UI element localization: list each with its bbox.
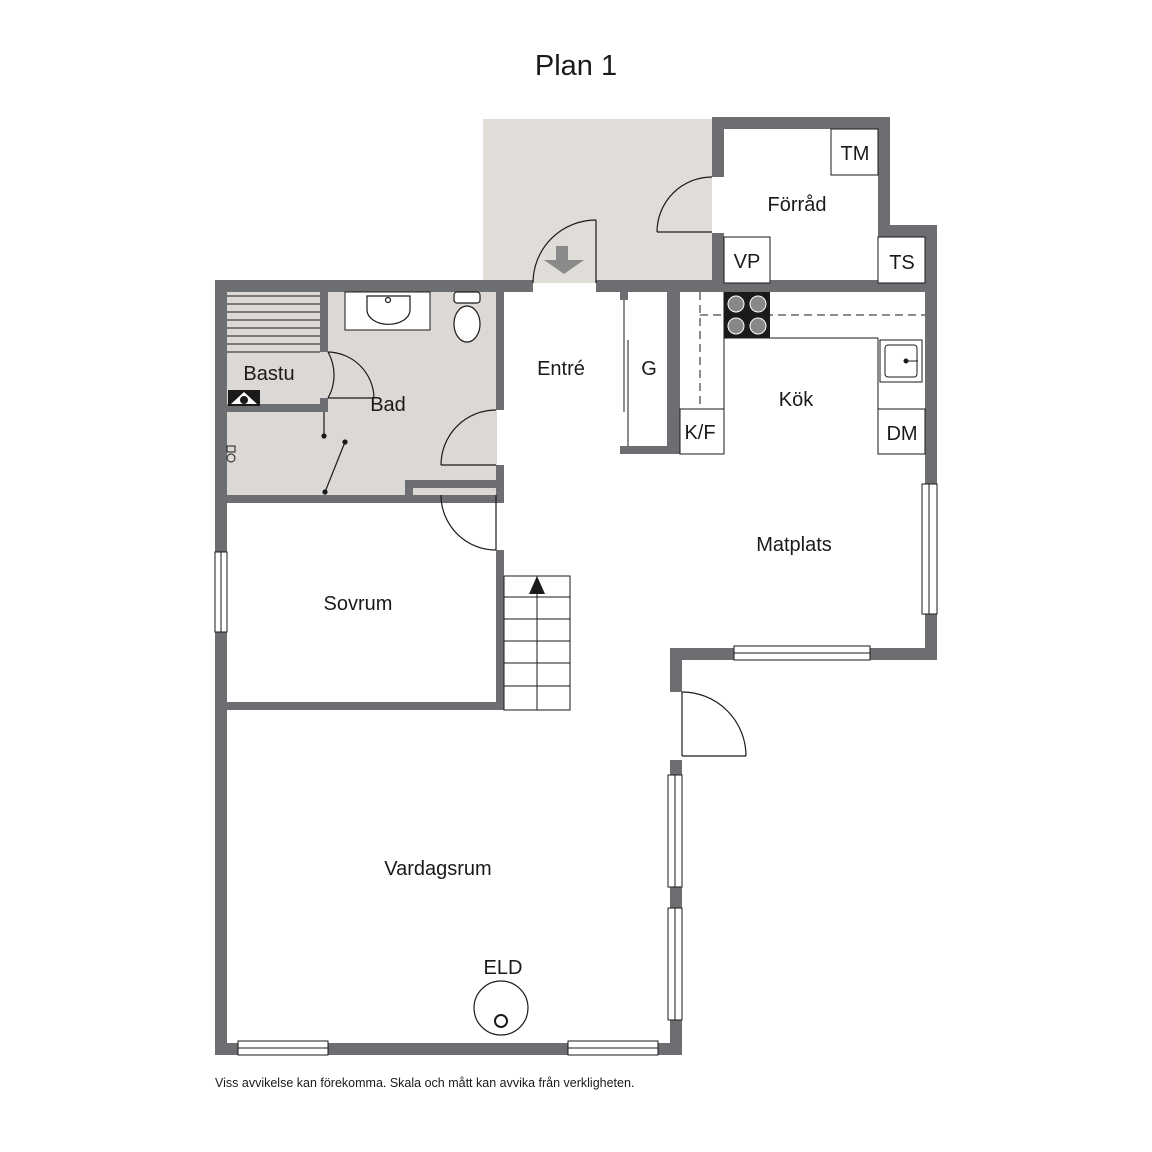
shower-head-icon [226,445,236,463]
label-forrad: Förråd [768,194,827,216]
staircase [503,575,571,711]
sauna-bench [227,295,320,353]
label-tm: TM [841,143,870,165]
label-eld: ELD [484,957,523,979]
plan-title: Plan 1 [534,50,618,82]
bedroom-door [440,494,497,551]
label-sovrum: Sovrum [324,593,393,615]
sink-icon [366,295,411,325]
stove-icon [724,292,770,338]
closet-sliding-doors [623,300,629,446]
shower-screen [321,412,348,495]
entry-arrow-icon [544,246,584,274]
stair-arrow-icon [529,576,545,594]
label-matplats: Matplats [756,534,832,556]
label-bastu: Bastu [243,363,294,385]
toilet-icon [453,291,481,343]
windows [214,483,938,1056]
label-ts: TS [889,252,915,274]
label-bad: Bad [370,394,406,416]
label-kok: Kök [779,389,814,411]
storage-door [656,176,713,233]
bathroom-door [440,409,497,466]
label-entre: Entré [537,358,585,380]
fireplace-icon [473,980,529,1036]
side-door [681,691,747,757]
label-dm: DM [886,423,917,445]
entry-door [532,219,597,284]
label-g: G [641,358,657,380]
label-vardagsrum: Vardagsrum [384,858,491,880]
sauna-door [327,351,375,399]
disclaimer-text: Viss avvikelse kan förekomma. Skala och … [215,1076,635,1090]
interior-walls [227,288,680,710]
bathroom-counter [344,291,431,331]
label-vp: VP [734,251,761,273]
label-kf: K/F [684,422,715,444]
kitchen-sink-icon [879,339,923,383]
kitchen-appliances [679,408,926,455]
side-door-opening [670,692,682,760]
sauna-heater-icon [228,390,260,406]
entrance-porch [483,119,712,283]
storage-cabinets [723,128,926,284]
